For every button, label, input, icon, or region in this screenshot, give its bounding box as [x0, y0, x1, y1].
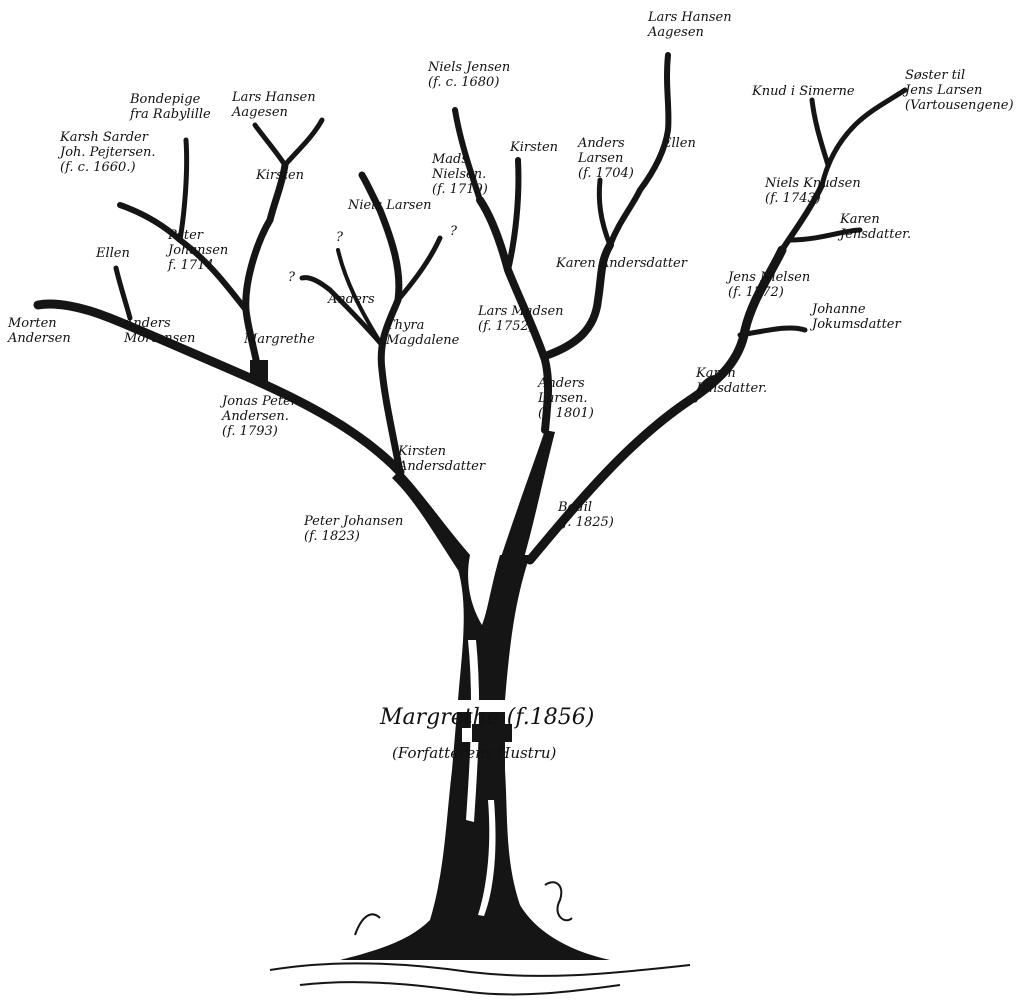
- root-name-label: Margrethe (f.1856): [380, 706, 594, 730]
- unknown-mark-3: ?: [288, 270, 295, 285]
- person-karen-jensdatter-low: Karen Jensdatter.: [696, 366, 767, 396]
- root-note-label: (Forfatterens Hustru): [392, 745, 556, 762]
- person-margrethe-upper: Margrethe: [244, 332, 315, 347]
- person-lars-hansen-aagesen-top: Lars Hansen Aagesen: [648, 10, 732, 40]
- person-kirsten-andersdatter: Kirsten Andersdatter: [398, 444, 485, 474]
- person-kirsten-left: Kirsten: [256, 168, 304, 183]
- person-peter-johansen: Peter Johansen f. 1714: [168, 228, 228, 273]
- person-karen-andersdatter: Karen Andersdatter: [556, 256, 687, 271]
- person-mads-nielsen: Mads Nielsen. (f. 1719): [432, 152, 488, 197]
- unknown-mark-1: ?: [336, 230, 343, 245]
- person-peter-johansen-1823: Peter Johansen (f. 1823): [304, 514, 403, 544]
- person-ellen-top: Ellen: [662, 136, 696, 151]
- person-jonas-peter-andersen: Jonas Peter Andersen. (f. 1793): [222, 394, 297, 439]
- person-johanne-jokumsdatter: Johanne Jokumsdatter: [812, 302, 901, 332]
- person-lars-hansen-aagesen-left: Lars Hansen Aagesen: [232, 90, 316, 120]
- person-morten-andersen: Morten Andersen: [8, 316, 71, 346]
- person-karen-jensdatter-top: Karen Jensdatter.: [840, 212, 911, 242]
- person-bondepige: Bondepige fra Rabylille: [130, 92, 211, 122]
- unknown-mark-2: ?: [450, 224, 457, 239]
- person-anders-larsen-1801: Anders Larsen. (f. 1801): [538, 376, 594, 421]
- person-knud-i-simerne: Knud i Simerne: [752, 84, 855, 99]
- person-ellen-left: Ellen: [96, 246, 130, 261]
- person-niels-larsen: Niels Larsen: [348, 198, 432, 213]
- person-thyra-magdalene: Thyra Magdalene: [386, 318, 459, 348]
- person-niels-jensen: Niels Jensen (f. c. 1680): [428, 60, 510, 90]
- person-jens-nielsen: Jens Nielsen (f. 1772): [728, 270, 810, 300]
- person-kirsten-mid: Kirsten: [510, 140, 558, 155]
- person-karsh-sarder: Karsh Sarder Joh. Pejtersen. (f. c. 1660…: [60, 130, 156, 175]
- person-bodil: Bodil (f. 1825): [558, 500, 614, 530]
- tree-branches: [38, 55, 905, 560]
- person-anders: Anders: [328, 292, 375, 307]
- band-margrethe-upper: [250, 360, 268, 382]
- person-niels-knudsen: Niels Knudsen (f. 1743): [765, 176, 861, 206]
- person-anders-mortensen: Anders Mortensen: [124, 316, 195, 346]
- person-anders-larsen-1704: Anders Larsen (f. 1704): [578, 136, 634, 181]
- person-soster-til-jens-larsen: Søster til Jens Larsen (Vartousengene): [905, 68, 1014, 113]
- person-lars-madsen: Lars Madsen (f. 1752): [478, 304, 564, 334]
